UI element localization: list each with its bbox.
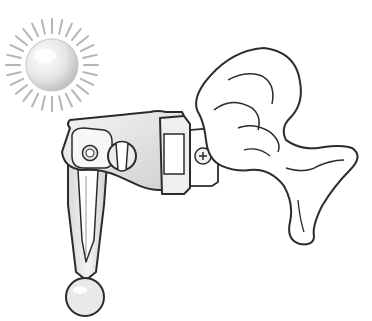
cloth-fold-1 [227,73,274,105]
sun-ray [22,89,33,102]
sun-ray [76,84,89,95]
sun-ray [71,89,82,102]
bracket-icon [61,110,219,195]
sun-ray [76,35,89,46]
screw-inner-small [85,148,95,158]
sun-ray [6,53,22,59]
sun-ray [64,22,73,38]
screw-icon [194,147,212,165]
sun-ray [82,71,98,77]
screw-cross [199,152,207,160]
sun-ray [58,19,64,35]
lever-icon [65,149,109,317]
sun-ray [58,95,64,111]
sun-highlight [34,49,56,63]
lever-knob-highlight [73,286,87,294]
knob-icon [107,140,137,172]
cloth-fold-2 [213,101,260,131]
knob-slot [115,140,129,172]
sun-ray [79,77,95,86]
sun-ray [40,95,46,111]
sun-ray [82,53,98,59]
sun-ray [15,84,28,95]
sun-ray [40,19,46,35]
cloth-icon [195,47,359,246]
sun-icon [5,18,99,112]
sun-ray [15,35,28,46]
sun-ray [31,92,40,108]
sun-ray [71,28,82,41]
cloth-fold-5 [297,199,305,233]
screw-icon [81,144,99,162]
cloth-fold-6 [243,148,271,157]
cloth-fold-4 [285,159,345,172]
cloth-body [195,47,359,246]
lever-knob [65,277,105,317]
sun-rays [5,18,99,112]
sun-ray [9,77,25,86]
sun-ray [9,44,25,53]
sun-ray [64,92,73,108]
sun-ray [6,71,22,77]
sun-ray [31,22,40,38]
sun-ray [79,44,95,53]
bracket-window [163,133,185,175]
sun-disc [25,38,79,92]
sun-ray [22,28,33,41]
cloth-fold-3 [237,125,280,153]
